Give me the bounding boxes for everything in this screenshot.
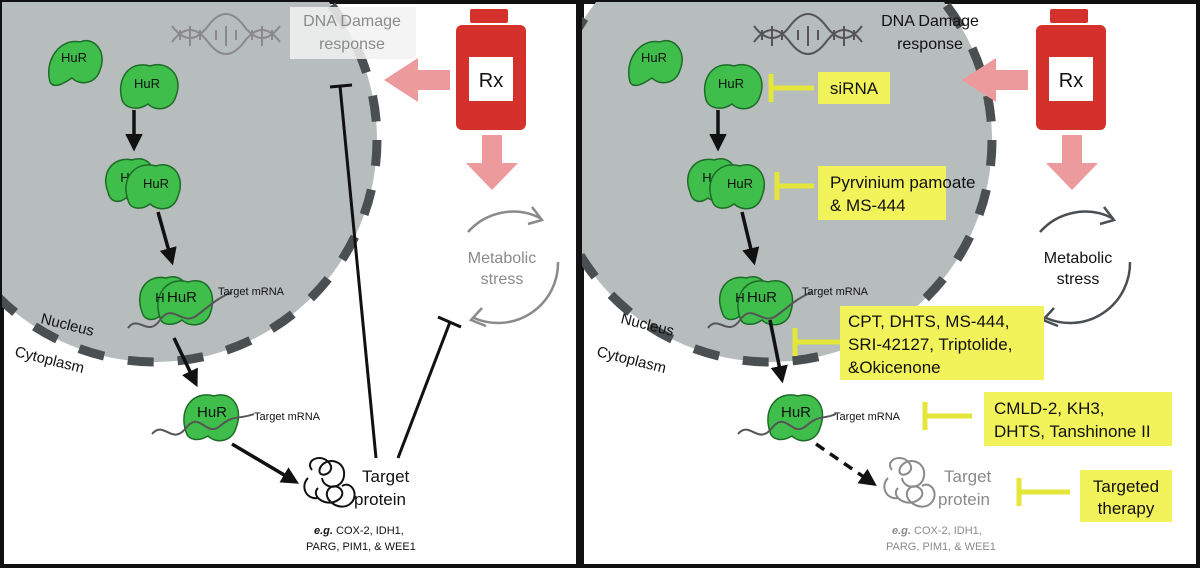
rx-to-stress-arrow [1046, 135, 1098, 190]
targeted-therapy-label: Targeted [1093, 477, 1159, 496]
rx-to-stress-arrow [466, 135, 518, 190]
arrow-translate-dashed [815, 442, 877, 486]
hur-monomer-2: HuR [119, 63, 179, 110]
metabolic-stress-label-2: stress [1057, 271, 1100, 288]
target-protein-label: Target [362, 467, 410, 486]
pyrvinium-label-2: & MS-444 [830, 196, 906, 215]
target-mrna-label-nucleus: Target mRNA [802, 286, 869, 298]
rx-label: Rx [1059, 70, 1083, 92]
arrow-export [172, 337, 198, 388]
svg-text:H: H [735, 290, 744, 305]
left-panel: DNA Damage response Rx Metabolic stress [0, 0, 580, 568]
target-protein-label: Target [944, 467, 992, 486]
svg-text:HuR: HuR [167, 289, 197, 306]
metabolic-stress-label: Metabolic [468, 250, 536, 267]
arrow-export [768, 319, 788, 384]
svg-text:HuR: HuR [61, 50, 87, 65]
example-proteins-line1: e.g. COX-2, IDH1, [892, 525, 982, 537]
cmld-label: CMLD-2, KH3, [994, 399, 1105, 418]
rx-bottle-icon: Rx [1036, 9, 1106, 130]
cpt-label-2: SRI-42127, Triptolide, [848, 335, 1012, 354]
hur-dimer-mrna-complex: H HuR [707, 276, 813, 329]
hur-monomer-1: HuR [628, 39, 683, 87]
dna-helix-icon [753, 13, 863, 55]
hur-monomer-1: HuR [48, 39, 103, 87]
sirna-inhibitor [768, 74, 814, 102]
rx-bottle-icon: Rx [456, 9, 526, 130]
cpt-box [840, 306, 1044, 380]
dna-damage-label: DNA Damage [303, 13, 401, 30]
metabolic-stress-label: Metabolic [1044, 250, 1112, 267]
hur-dimer: H HuR [687, 158, 765, 210]
target-mrna-label-nucleus: Target mRNA [218, 286, 285, 298]
cmld-label-2: DHTS, Tanshinone II [994, 422, 1151, 441]
hur-monomer-2: HuR [703, 63, 763, 110]
metabolic-cycle-icon [1039, 206, 1132, 328]
sirna-box [818, 72, 890, 104]
target-protein-icon [303, 456, 356, 508]
dna-helix-icon [171, 13, 281, 55]
hur-dimer: H HuR [105, 158, 181, 210]
metabolic-cycle-icon [467, 206, 560, 328]
example-proteins-line2: PARG, PIM1, & WEE1 [306, 541, 416, 553]
example-proteins-line2: PARG, PIM1, & WEE1 [886, 541, 996, 553]
target-mrna-label-cytoplasm: Target mRNA [834, 411, 901, 423]
pyrvinium-inhibitor [774, 172, 814, 200]
targeted-therapy-label-2: therapy [1098, 499, 1155, 518]
inhibit-stress-bar [437, 315, 462, 329]
svg-text:HuR: HuR [143, 176, 169, 191]
pyrvinium-box [818, 166, 946, 220]
nucleus-region [2, 2, 377, 362]
arrow-bind-mrna [156, 211, 177, 266]
svg-text:H: H [120, 170, 129, 185]
hur-dimer-mrna-complex: H HuR [127, 276, 233, 329]
sirna-label: siRNA [830, 79, 879, 98]
cpt-label: CPT, DHTS, MS-444, [848, 312, 1010, 331]
cpt-label-3: &Okicenone [848, 358, 941, 377]
svg-text:HuR: HuR [727, 176, 753, 191]
cmld-box [984, 392, 1172, 446]
example-proteins-line1: e.g. COX-2, IDH1, [314, 525, 404, 537]
dna-label-box [290, 7, 416, 59]
svg-text:HuR: HuR [197, 404, 227, 421]
inhibit-dna-damage-line [338, 85, 378, 459]
target-mrna-label-cytoplasm: Target mRNA [254, 411, 321, 423]
target-protein-label-2: protein [354, 490, 406, 509]
nuclear-membrane [2, 2, 382, 367]
svg-text:HuR: HuR [718, 76, 744, 91]
svg-text:HuR: HuR [747, 289, 777, 306]
inhibit-stress-line [396, 321, 452, 459]
dna-damage-label: DNA Damage [881, 13, 979, 30]
svg-text:H: H [155, 290, 164, 305]
svg-text:HuR: HuR [781, 404, 811, 421]
svg-text:HuR: HuR [134, 76, 160, 91]
right-panel: DNA Damage response Rx Metabolic stress … [580, 0, 1200, 568]
target-protein-icon [883, 456, 936, 508]
rx-to-dna-arrow [384, 58, 450, 102]
rx-label: Rx [479, 70, 503, 92]
arrow-bind-mrna [740, 211, 760, 266]
rx-to-dna-arrow [962, 58, 1028, 102]
svg-text:HuR: HuR [641, 50, 667, 65]
target-protein-label-2: protein [938, 490, 990, 509]
svg-text:H: H [702, 170, 711, 185]
hur-cytoplasm-complex: HuR [737, 394, 837, 442]
pyrvinium-label: Pyrvinium pamoate [830, 173, 976, 192]
arrow-translate [231, 442, 300, 484]
nuclear-membrane [582, 2, 997, 367]
dna-damage-label-2: response [319, 36, 385, 53]
metabolic-stress-label-2: stress [481, 271, 524, 288]
hur-cytoplasm-complex: HuR [151, 394, 255, 442]
cpt-inhibitor [792, 328, 840, 356]
targeted-therapy-box [1080, 470, 1172, 522]
targeted-therapy-inhibitor [1016, 478, 1070, 506]
dna-damage-label-2: response [897, 36, 963, 53]
cmld-inhibitor [922, 402, 972, 430]
inhibit-dna-damage-bar [329, 83, 353, 89]
